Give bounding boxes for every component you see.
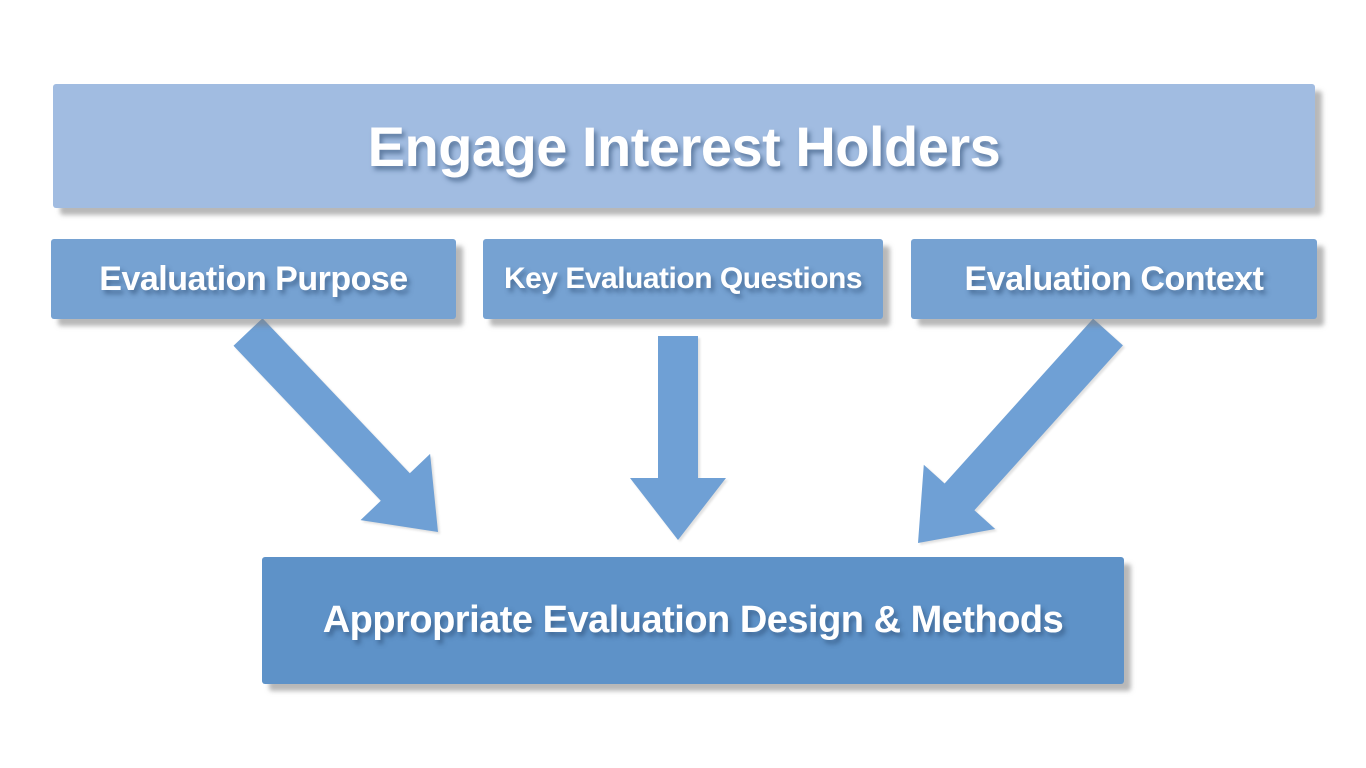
header-label: Engage Interest Holders [367,114,1001,178]
output-box-appropriate-evaluation-design-methods: Appropriate Evaluation Design & Methods [262,557,1124,684]
input-box-key-evaluation-questions: Key Evaluation Questions [483,239,883,319]
arrow-down-left-icon [918,318,1123,543]
header-box-engage-interest-holders: Engage Interest Holders [53,84,1315,208]
input-label-evaluation-context: Evaluation Context [964,259,1264,298]
input-box-evaluation-purpose: Evaluation Purpose [51,239,456,319]
output-label: Appropriate Evaluation Design & Methods [322,599,1064,641]
arrow-down-right-icon [233,318,438,532]
input-label-evaluation-purpose: Evaluation Purpose [99,259,408,298]
input-box-evaluation-context: Evaluation Context [911,239,1317,319]
arrow-down-icon [630,336,726,540]
input-label-key-evaluation-questions: Key Evaluation Questions [503,262,863,295]
